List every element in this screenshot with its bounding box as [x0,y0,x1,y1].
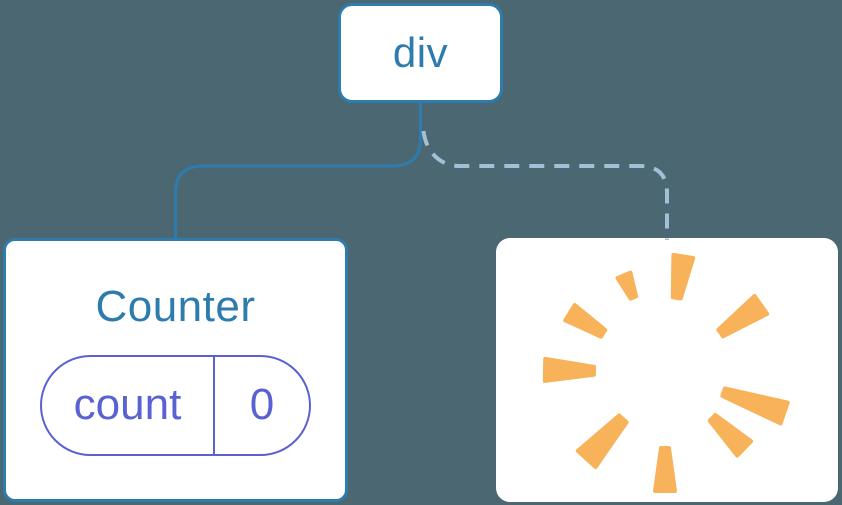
edge-div-to-counter [174,101,422,239]
node-div: div [338,3,503,103]
poof-wedge [653,446,677,493]
node-div-label: div [392,29,449,76]
poof-starburst-icon [542,252,790,493]
poof-wedge [575,413,629,469]
state-value-label: 0 [249,380,275,430]
node-counter-card: Counter count 0 [3,238,348,502]
counter-title: Counter [95,282,256,331]
poof-wedge [563,303,608,339]
poof-wedge [716,293,770,339]
poof-wedge [542,356,597,383]
node-removed-card [496,238,838,502]
poof-wedge [670,252,696,301]
poof-wedge [615,270,639,301]
poof-wedge [720,386,790,426]
poof-wedge [707,413,754,458]
state-pill: count 0 [40,354,311,456]
edge-div-to-removed [421,130,669,240]
state-key-label: count [42,356,215,454]
